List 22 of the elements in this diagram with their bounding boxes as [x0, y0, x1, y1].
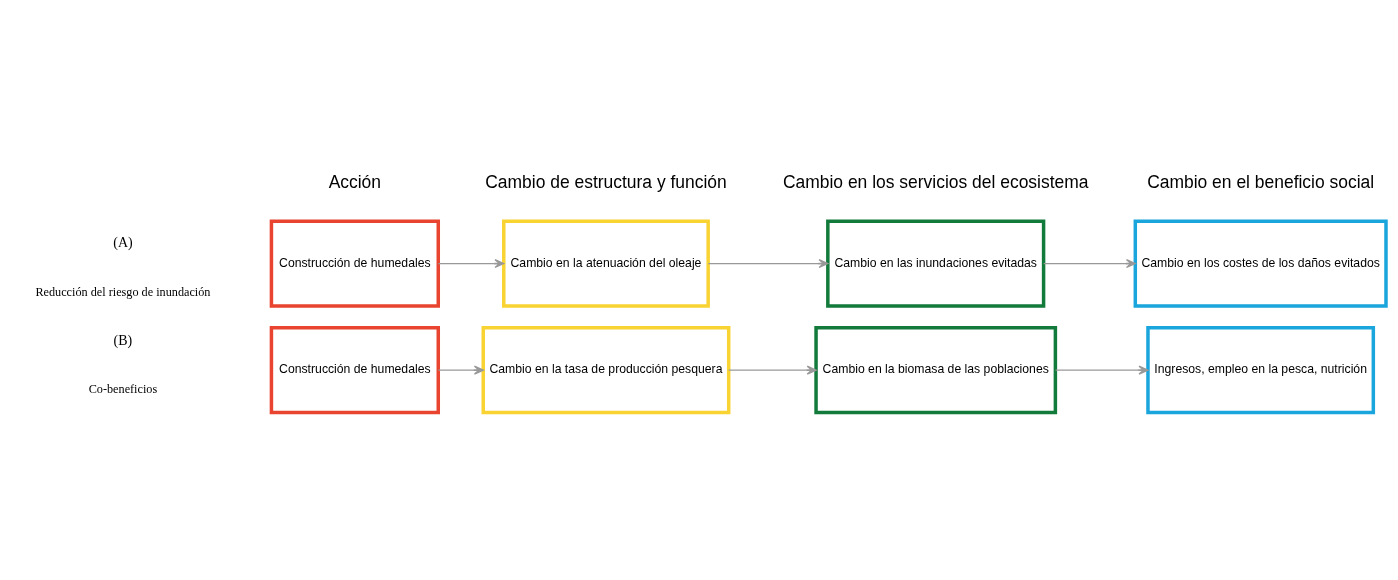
node-box: Cambio en la biomasa de las poblaciones [814, 326, 1058, 415]
node-box: Construcción de humedales [269, 219, 440, 308]
label: Co-beneficios [88, 382, 158, 397]
node-box: Construcción de humedales [269, 326, 440, 415]
arrow [707, 259, 829, 269]
label: Acción [328, 171, 382, 192]
arrow [1054, 365, 1149, 375]
node-box: Ingresos, empleo en la pesca, nutrición [1146, 326, 1376, 415]
label: Reducción del riesgo de inundación [35, 284, 211, 299]
arrow [437, 259, 505, 269]
arrow [728, 365, 817, 375]
node-box: Cambio en los costes de los daños evitados [1133, 219, 1388, 308]
node-box: Cambio en las inundaciones evitadas [826, 219, 1046, 308]
node-box: Cambio en la atenuación del oleaje [502, 219, 710, 308]
arrow [1043, 259, 1136, 269]
label: Cambio de estructura y función [485, 171, 727, 192]
label: (B) [113, 332, 133, 348]
arrow [437, 365, 484, 375]
label: (A) [113, 234, 133, 250]
label: Cambio en el beneficio social [1147, 171, 1375, 192]
label: Cambio en los servicios del ecosistema [782, 171, 1089, 192]
node-box: Cambio en la tasa de producción pesquera [481, 326, 731, 415]
